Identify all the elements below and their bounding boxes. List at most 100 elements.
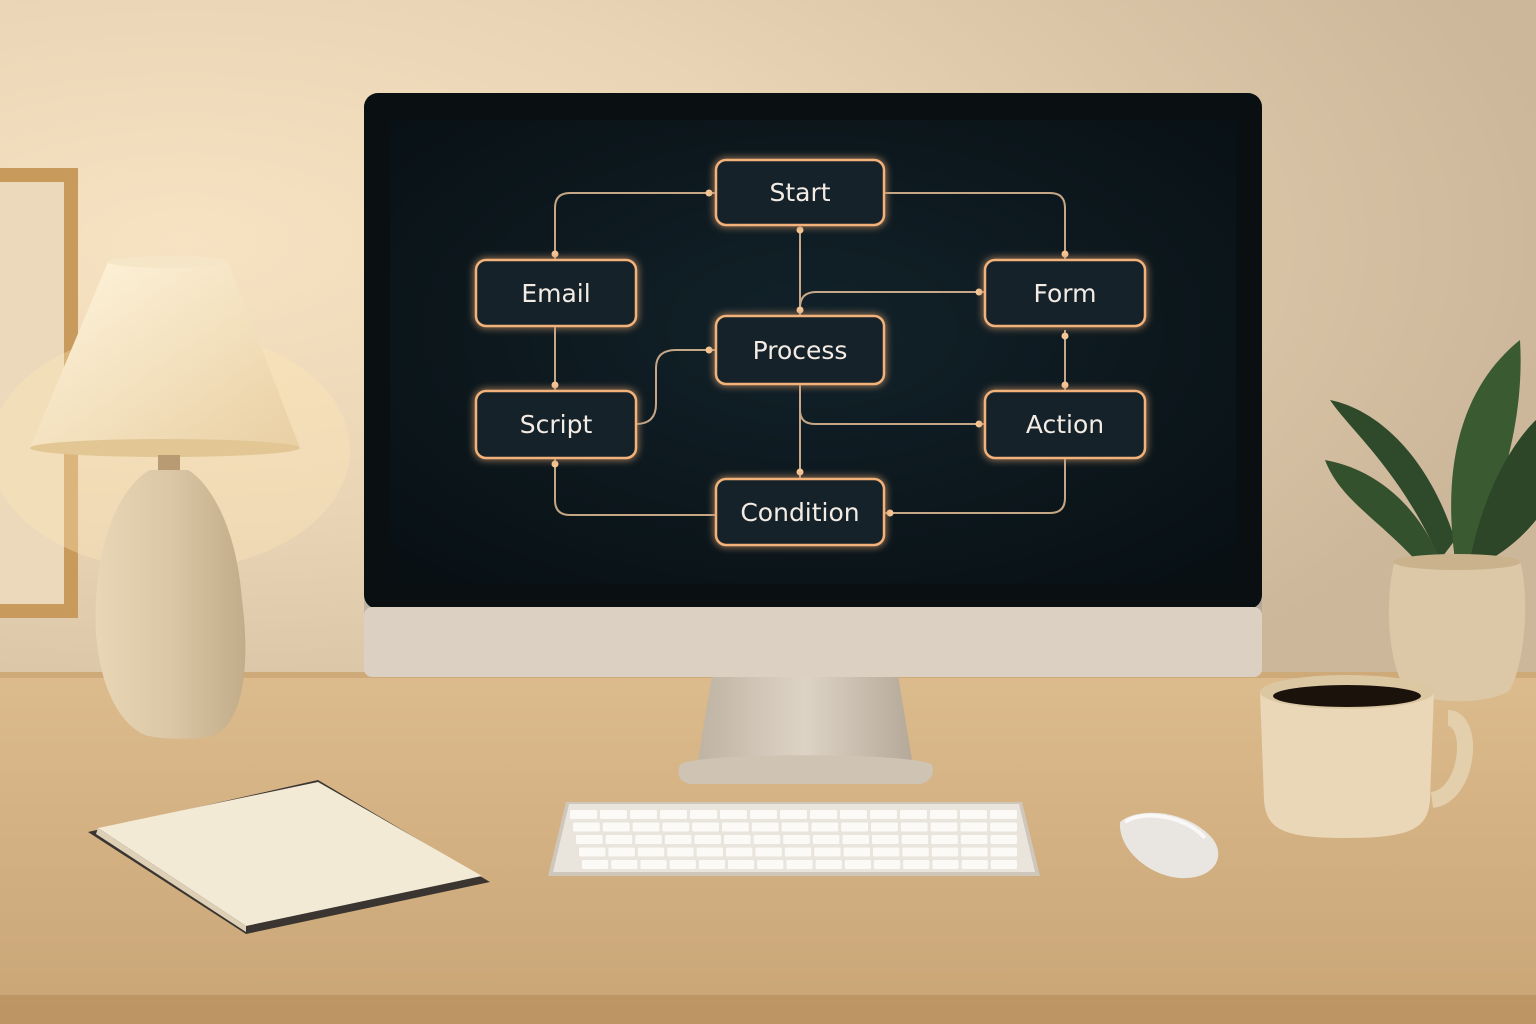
- keyboard-key: [871, 822, 898, 832]
- keyboard-key: [900, 810, 927, 819]
- keyboard-key: [815, 860, 842, 869]
- keyboard-key: [990, 822, 1017, 832]
- keyboard-key: [840, 810, 867, 819]
- keyboard-key: [698, 860, 725, 869]
- keyboard-key: [902, 847, 929, 857]
- keyboard-key: [600, 810, 627, 819]
- keyboard-key: [814, 847, 841, 857]
- keyboard-key: [750, 810, 777, 819]
- keyboard-key: [669, 860, 696, 869]
- node-process[interactable]: Process: [714, 314, 886, 386]
- keyboard-key: [843, 847, 870, 857]
- keyboard-key: [960, 810, 987, 819]
- keyboard-key: [900, 822, 928, 832]
- keyboard-key: [841, 822, 868, 832]
- keyboard-key: [990, 835, 1017, 844]
- keyboard-key: [784, 847, 812, 857]
- keyboard-key: [930, 810, 957, 819]
- keyboard-key: [576, 835, 603, 844]
- node-script[interactable]: Script: [474, 389, 638, 460]
- keyboard-key: [602, 822, 630, 832]
- keyboard-key: [582, 860, 609, 869]
- node-form-label: Form: [1034, 279, 1097, 308]
- table-lamp: [0, 256, 350, 739]
- keyboard-key: [632, 822, 660, 832]
- wireless-mouse[interactable]: [1119, 812, 1219, 879]
- keyboard-key: [931, 847, 959, 857]
- keyboard-key: [812, 835, 840, 844]
- node-condition[interactable]: Condition: [714, 477, 886, 547]
- keyboard-key: [990, 810, 1017, 819]
- closed-notebook: [88, 780, 490, 934]
- keyboard-key: [960, 835, 988, 844]
- node-form[interactable]: Form: [983, 258, 1147, 328]
- keyboard-key: [844, 860, 871, 869]
- keyboard-key: [694, 835, 721, 844]
- keyboard-keys: [570, 810, 1017, 869]
- keyboard-key: [874, 860, 901, 869]
- keyboard-key: [722, 822, 749, 832]
- keyboard-key: [664, 835, 692, 844]
- keyboard-key: [810, 810, 837, 819]
- keyboard-key: [780, 810, 807, 819]
- keyboard-key: [786, 860, 813, 869]
- keyboard-key: [901, 835, 929, 844]
- node-email-label: Email: [521, 279, 590, 308]
- keyboard-key: [961, 860, 988, 869]
- keyboard-key: [930, 822, 958, 832]
- connector-dots: [551, 189, 1069, 517]
- keyboard-key: [870, 810, 897, 819]
- keyboard-key: [662, 822, 690, 832]
- keyboard-key: [611, 860, 638, 869]
- node-action[interactable]: Action: [983, 389, 1147, 460]
- keyboard-key: [630, 810, 657, 819]
- node-script-label: Script: [520, 410, 593, 439]
- keyboard-key: [728, 860, 755, 869]
- keyboard-key: [635, 835, 662, 844]
- keyboard-key: [690, 810, 717, 819]
- node-condition-label: Condition: [740, 498, 859, 527]
- keyboard-key: [637, 847, 665, 857]
- keyboard-key: [842, 835, 869, 844]
- node-email[interactable]: Email: [474, 258, 638, 328]
- keyboard-key: [811, 822, 839, 832]
- monitor-stand: [678, 675, 933, 784]
- keyboard-key: [932, 860, 959, 869]
- node-action-label: Action: [1026, 410, 1104, 439]
- keyboard-key: [667, 847, 694, 857]
- keyboard-key: [660, 810, 687, 819]
- keyboard-key: [872, 835, 899, 844]
- keyboard-key: [726, 847, 753, 857]
- keyboard-key: [573, 822, 600, 832]
- keyboard-key: [990, 847, 1017, 857]
- keyboard-key: [608, 847, 635, 857]
- keyboard-key: [724, 835, 751, 844]
- keyboard-key: [720, 810, 747, 819]
- keyboard-key: [640, 860, 667, 869]
- keyboard-key: [961, 847, 988, 857]
- keyboard-key: [990, 860, 1017, 869]
- keyboard-key: [579, 847, 606, 857]
- keyboard-key: [960, 822, 988, 832]
- keyboard-key: [781, 822, 809, 832]
- keyboard-key: [757, 860, 784, 869]
- keyboard-key: [753, 835, 781, 844]
- keyboard-key: [755, 847, 782, 857]
- node-start[interactable]: Start: [714, 158, 886, 227]
- node-start-label: Start: [769, 178, 830, 207]
- node-process-label: Process: [753, 336, 848, 365]
- wireless-keyboard[interactable]: [548, 802, 1040, 876]
- keyboard-key: [903, 860, 930, 869]
- keyboard-key: [696, 847, 723, 857]
- keyboard-key: [605, 835, 633, 844]
- keyboard-key: [873, 847, 900, 857]
- keyboard-key: [751, 822, 779, 832]
- keyboard-key: [931, 835, 958, 844]
- potted-plant: [1325, 340, 1536, 702]
- keyboard-key: [570, 810, 597, 819]
- keyboard-key: [692, 822, 719, 832]
- flow-connectors: [554, 192, 1066, 516]
- coffee-mug: [1260, 675, 1473, 838]
